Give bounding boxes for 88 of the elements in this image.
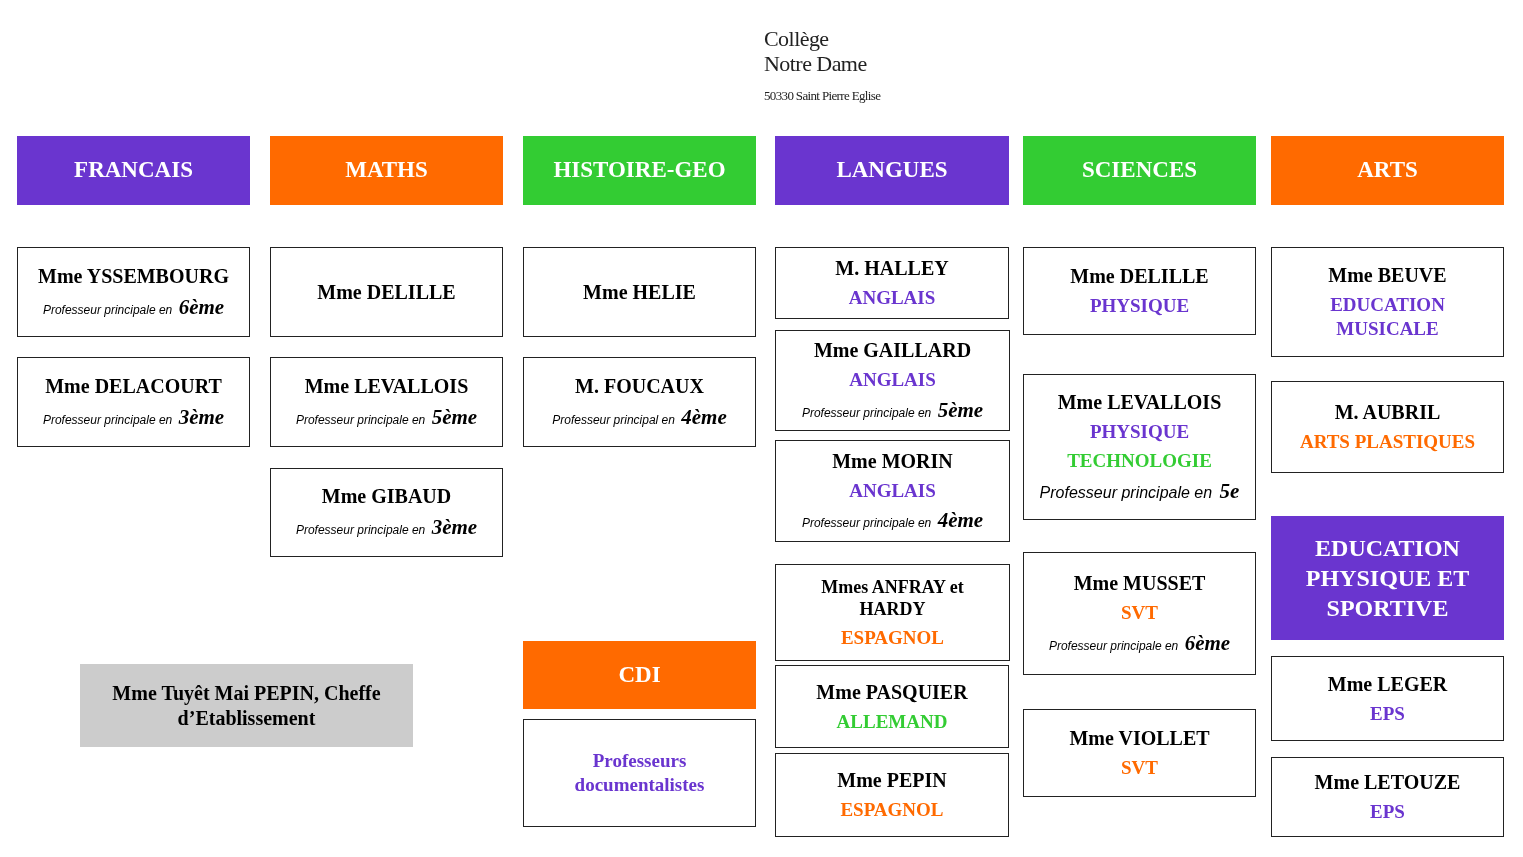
teacher-box (270, 357, 503, 447)
teacher-name: Mme PEPIN (837, 768, 947, 794)
role-note: Professeur principale en 5e (1039, 477, 1240, 504)
teacher-box (1023, 552, 1256, 675)
subject-label: ESPAGNOL (840, 625, 945, 650)
teacher-box (775, 665, 1009, 748)
subject-label: ESPAGNOL (840, 798, 944, 822)
role-note: Professeur principale en 5ème (801, 396, 984, 423)
subject-label: EPS (1370, 800, 1405, 824)
subject-label: ANGLAIS (848, 286, 936, 310)
category-header (1271, 136, 1504, 205)
teacher-name: M. HALLEY (835, 256, 949, 282)
teacher-name: Mme LEGER (1327, 671, 1448, 697)
header-text: CDI (618, 660, 661, 689)
school-address: 50330 Saint Pierre Eglise (764, 87, 881, 105)
teacher-box (1023, 374, 1256, 520)
teacher-box (775, 247, 1009, 319)
role-note: Professeur principale en 6ème (42, 293, 225, 321)
teacher-box (1271, 381, 1504, 473)
header-text: ARTS (1357, 156, 1418, 185)
subject-label: SVT (1121, 756, 1158, 780)
header-text: SCIENCES (1081, 156, 1197, 185)
subject-label: ARTS PLASTIQUES (1299, 430, 1476, 454)
category-header (523, 641, 756, 709)
teacher-box (1023, 709, 1256, 797)
category-header (775, 136, 1009, 205)
subject-label: PHYSIQUE (1089, 294, 1190, 318)
teacher-name: Mme LEVALLOIS (304, 373, 469, 399)
teacher-box (1271, 247, 1504, 357)
teacher-name: Mme GIBAUD (321, 484, 452, 510)
role-note: Professeur principale en 4ème (801, 507, 984, 534)
teacher-box (775, 440, 1010, 542)
teacher-name: Mme DELILLE (317, 279, 456, 305)
teacher-box (1023, 247, 1256, 335)
teacher-name: Mme MORIN (832, 448, 953, 474)
category-header (1023, 136, 1256, 205)
category-header (270, 136, 503, 205)
header-text: FRANCAIS (74, 156, 193, 185)
role-note: Professeur principale en 3ème (42, 403, 225, 431)
teacher-name: Mme VIOLLET (1069, 726, 1210, 752)
subject-label: ANGLAIS (849, 478, 936, 503)
teacher-name: Mme HELIE (583, 279, 696, 305)
teacher-name: Mme Tuyêt Mai PEPIN, Cheffe d’Etablissement (111, 680, 382, 731)
teacher-name: Mmes ANFRAY et HARDY (820, 575, 965, 621)
teacher-box (17, 357, 250, 447)
header-text: HISTOIRE-GEO (553, 156, 726, 185)
teacher-name: Mme DELILLE (1070, 264, 1209, 290)
teacher-name: Mme MUSSET (1073, 571, 1206, 596)
subject-label: ALLEMAND (836, 709, 948, 734)
role-note: Professeur principale en 3ème (295, 514, 478, 541)
teacher-box (1271, 656, 1504, 741)
teacher-name: M. AUBRIL (1334, 400, 1441, 426)
principal-box (80, 664, 413, 747)
teacher-box (523, 357, 756, 447)
role-note: Professeur principal en 4ème (552, 403, 727, 431)
header-text: EDUCATION PHYSIQUE ET SPORTIVE (1304, 534, 1471, 623)
header-text: MATHS (345, 156, 428, 185)
teacher-name: Mme YSSEMBOURG (38, 263, 229, 289)
subject-label: EDUCATION MUSICALE (1329, 293, 1446, 341)
teacher-name: Mme GAILLARD (813, 338, 972, 363)
subject-label: SVT (1121, 601, 1158, 625)
teacher-box (1271, 757, 1504, 837)
teacher-name: Mme PASQUIER (816, 679, 968, 705)
teacher-box (775, 564, 1010, 661)
category-header (17, 136, 250, 205)
teacher-box (270, 247, 503, 337)
category-header (1271, 516, 1504, 640)
teacher-box (775, 753, 1009, 837)
teacher-name: Mme BEUVE (1328, 263, 1447, 289)
subject-label: TECHNOLOGIE (1067, 448, 1212, 473)
teacher-name: Mme DELACOURT (45, 373, 222, 399)
role-note: Professeur principale en 5ème (295, 403, 478, 431)
teacher-box (523, 247, 756, 337)
teacher-name: M. FOUCAUX (575, 373, 704, 399)
subject-label: EPS (1370, 701, 1405, 726)
role-note: Professeur principale en 6ème (1048, 629, 1231, 656)
teacher-box (270, 468, 503, 557)
teacher-box (775, 330, 1010, 431)
teacher-box (523, 719, 756, 827)
teacher-name: Mme LETOUZE (1314, 770, 1461, 796)
subject-label: Professeurs documentalistes (573, 749, 706, 797)
school-name: Collège Notre Dame (764, 26, 868, 76)
subject-label: PHYSIQUE (1089, 420, 1190, 444)
teacher-name: Mme LEVALLOIS (1057, 390, 1222, 416)
header-text: LANGUES (836, 156, 948, 185)
teacher-box (17, 247, 250, 337)
subject-label: ANGLAIS (849, 368, 936, 392)
category-header (523, 136, 756, 205)
